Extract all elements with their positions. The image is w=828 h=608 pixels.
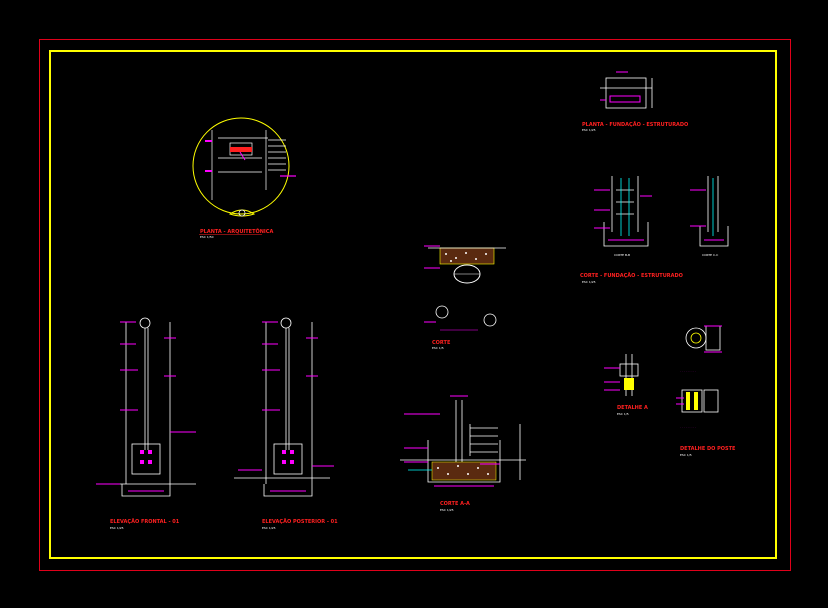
detalhe-a-scale: ESC 1/5 [617,412,629,416]
corte-c-title: CORTE C-C [702,253,718,257]
detalhe-poste-subtitle-1: · · · · · · · · · [680,369,696,373]
detalhe-poste-title: DETALHE DO POSTE [680,446,736,452]
corte-mid-title: CORTE [432,340,451,346]
inner-border [49,50,777,559]
detalhe-poste-scale: ESC 1/5 [680,453,692,457]
corte-fundacao-title: CORTE - FUNDAÇÃO - ESTRUTURADO [580,272,683,279]
detalhe-a-title: DETALHE A [617,405,648,411]
elevacao-posterior-title: ELEVAÇÃO POSTERIOR - 01 [262,518,338,525]
elevacao-frontal-title: ELEVAÇÃO FRONTAL - 01 [110,518,180,525]
elevacao-frontal-scale: ESC 1/25 [110,526,124,530]
planta-arquitetonica-view: PLANTA - ARQUITETÔNICA ESC 1/50 [192,117,296,239]
corte-fundacao-view: CORTE B-B CORTE C-C CORTE - FUNDAÇÃO - E… [580,176,729,284]
elevacao-posterior-scale: ESC 1/25 [262,526,276,530]
elevacao-posterior-view: ELEVAÇÃO POSTERIOR - 01 ESC 1/25 [234,317,338,530]
planta-fundacao-view: PLANTA - FUNDAÇÃO - ESTRUTURADO ESC 1/25 [582,71,688,132]
corte-mid-scale: ESC 1/5 [432,346,444,350]
corte-mid-view: CORTE ESC 1/5 [424,245,506,350]
elevacao-frontal-view: ELEVAÇÃO FRONTAL - 01 ESC 1/25 [96,317,196,530]
planta-fundacao-title: PLANTA - FUNDAÇÃO - ESTRUTURADO [582,121,688,128]
planta-arquitetonica-scale: ESC 1/50 [200,235,214,239]
corte-aa-title: CORTE A-A [440,501,470,507]
detalhe-a-view: DETALHE A ESC 1/5 [604,354,648,416]
planta-arquitetonica-title: PLANTA - ARQUITETÔNICA [200,228,273,235]
detalhe-poste-view: · · · · · · · · · · · · · · · · · · DETA… [676,325,736,457]
planta-fundacao-scale: ESC 1/25 [582,128,596,132]
corte-b-title: CORTE B-B [614,253,630,257]
corte-fundacao-scale: ESC 1/25 [582,280,596,284]
outer-border [39,39,791,571]
corte-aa-scale: ESC 1/25 [440,508,454,512]
corte-aa-view: CORTE A-A ESC 1/25 [400,395,526,512]
detalhe-poste-subtitle-2: · · · · · · · · · [680,425,696,429]
